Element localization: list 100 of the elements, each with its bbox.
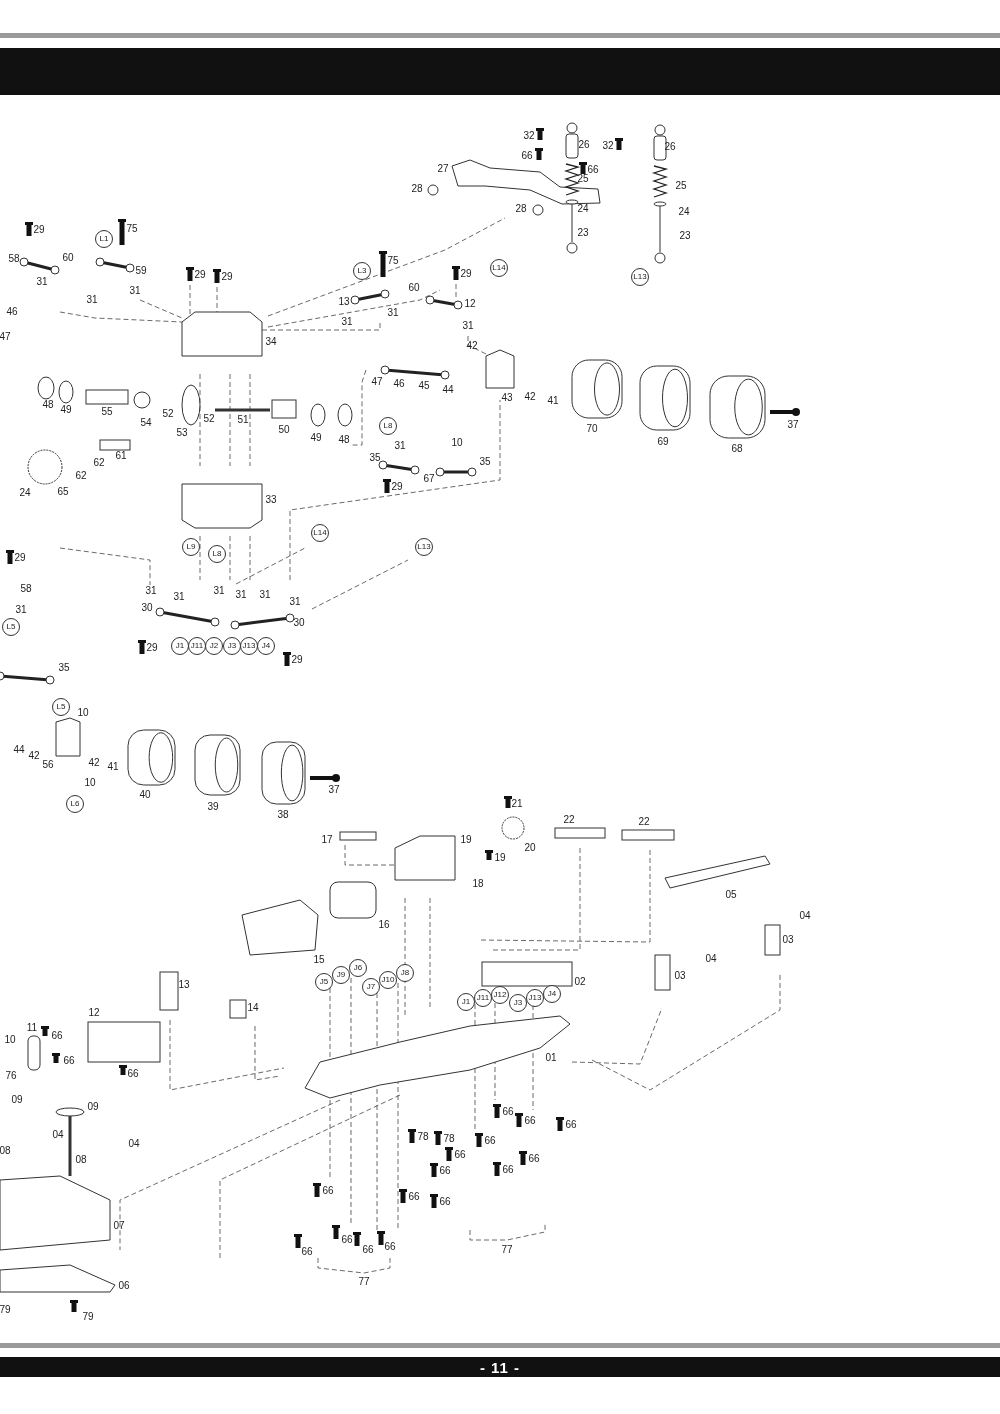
callout-number: 23: [679, 231, 691, 241]
callout-number: 18: [472, 879, 484, 889]
callout-number: 22: [638, 817, 650, 827]
callout-number: 59: [135, 266, 147, 276]
callout-number: 43: [501, 393, 513, 403]
reference-marker: J5: [315, 973, 333, 991]
reference-marker: J13: [240, 637, 258, 655]
callout-number: 22: [563, 815, 575, 825]
callout-number: 66: [454, 1150, 466, 1160]
callout-number: 58: [20, 584, 32, 594]
callout-number: 25: [675, 181, 687, 191]
callout-number: 66: [127, 1069, 139, 1079]
reference-marker: L1: [95, 230, 113, 248]
reference-marker: J1: [457, 993, 475, 1011]
reference-marker: L8: [379, 417, 397, 435]
callout-number: 68: [731, 444, 743, 454]
callout-number: 40: [139, 790, 151, 800]
reference-marker: J12: [491, 986, 509, 1004]
page-number: - 11 -: [479, 1358, 521, 1376]
callout-number: 04: [128, 1139, 140, 1149]
callout-number: 66: [521, 151, 533, 161]
callout-number: 04: [799, 911, 811, 921]
callout-number: 27: [437, 164, 449, 174]
callout-number: 31: [341, 317, 353, 327]
reference-marker: L8: [208, 545, 226, 563]
callout-number: 51: [237, 415, 249, 425]
callout-number: 13: [338, 297, 350, 307]
callout-number: 26: [664, 142, 676, 152]
callout-number: 19: [460, 835, 472, 845]
callout-number: 66: [341, 1235, 353, 1245]
callout-number: 61: [115, 451, 127, 461]
callout-number: 15: [313, 955, 325, 965]
callout-number: 37: [328, 785, 340, 795]
callout-number: 66: [51, 1031, 63, 1041]
callout-number: 42: [88, 758, 100, 768]
callout-number: 24: [577, 204, 589, 214]
callout-number: 75: [387, 256, 399, 266]
callout-number: 34: [265, 337, 277, 347]
callout-number: 77: [358, 1277, 370, 1287]
callout-number: 29: [460, 269, 472, 279]
reference-marker: J13: [526, 989, 544, 1007]
callout-number: 66: [301, 1247, 313, 1257]
reference-marker: L13: [631, 268, 649, 286]
callout-number: 01: [545, 1053, 557, 1063]
callout-number: 75: [126, 224, 138, 234]
callout-number: 42: [28, 751, 40, 761]
callout-number: 31: [235, 590, 247, 600]
callout-number: 12: [88, 1008, 100, 1018]
callout-number: 26: [578, 140, 590, 150]
reference-marker: L3: [353, 262, 371, 280]
callout-number: 23: [577, 228, 589, 238]
callout-number: 28: [515, 204, 527, 214]
callout-number: 42: [524, 392, 536, 402]
reference-marker: L5: [52, 698, 70, 716]
callout-number: 12: [464, 299, 476, 309]
callout-number: 29: [33, 225, 45, 235]
callout-number: 06: [118, 1281, 130, 1291]
callout-number: 03: [782, 935, 794, 945]
callout-number: 32: [523, 131, 535, 141]
callout-number: 79: [82, 1312, 94, 1322]
reference-marker: J11: [474, 989, 492, 1007]
callout-number: 41: [547, 396, 559, 406]
callout-number: 31: [36, 277, 48, 287]
reference-marker: J9: [332, 966, 350, 984]
callout-number: 31: [173, 592, 185, 602]
callout-number: 49: [310, 433, 322, 443]
callout-number: 66: [528, 1154, 540, 1164]
callout-number: 66: [484, 1136, 496, 1146]
callout-number: 50: [278, 425, 290, 435]
callout-number: 29: [291, 655, 303, 665]
callout-number: 05: [725, 890, 737, 900]
callout-number: 78: [443, 1134, 455, 1144]
callout-number: 62: [93, 458, 105, 468]
callout-number: 78: [417, 1132, 429, 1142]
callout-number: 47: [0, 332, 11, 342]
reference-marker: J3: [509, 994, 527, 1012]
callout-number: 31: [129, 286, 141, 296]
callout-number: 44: [13, 745, 25, 755]
callout-number: 66: [63, 1056, 75, 1066]
callout-number: 08: [0, 1146, 11, 1156]
callout-number: 46: [6, 307, 18, 317]
callout-number: 35: [479, 457, 491, 467]
callout-number: 41: [107, 762, 119, 772]
callout-number: 66: [565, 1120, 577, 1130]
reference-marker: L14: [490, 259, 508, 277]
callout-number: 60: [408, 283, 420, 293]
callout-number: 47: [371, 377, 383, 387]
reference-marker: L6: [66, 795, 84, 813]
callout-number: 52: [203, 414, 215, 424]
reference-marker: J1: [171, 637, 189, 655]
callout-number: 29: [391, 482, 403, 492]
callout-number: 29: [194, 270, 206, 280]
callout-number: 52: [162, 409, 174, 419]
callout-number: 21: [511, 799, 523, 809]
callout-number: 66: [384, 1242, 396, 1252]
callout-number: 49: [60, 405, 72, 415]
callout-number: 14: [247, 1003, 259, 1013]
callout-number: 09: [11, 1095, 23, 1105]
callout-number: 66: [439, 1197, 451, 1207]
callout-number: 31: [145, 586, 157, 596]
